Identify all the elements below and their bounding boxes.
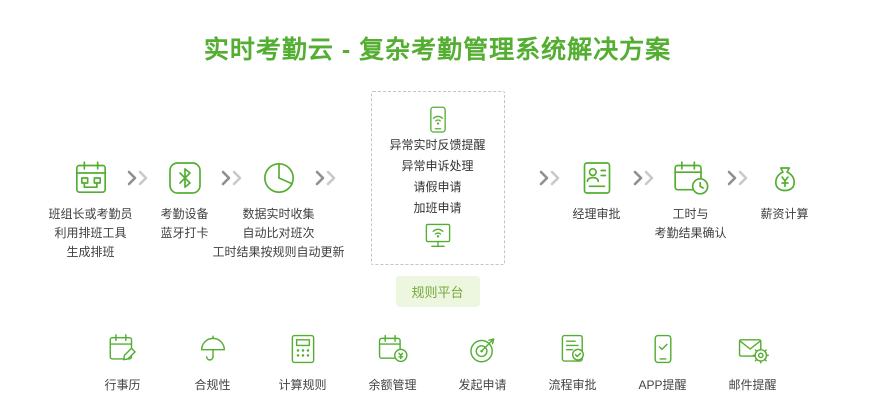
calendar-coin-icon (378, 334, 408, 363)
flow-arrow-icon (314, 170, 338, 186)
flow-step-label: 薪资计算 (760, 207, 809, 221)
feature-workflow-approval: 流程审批 (543, 332, 603, 393)
feature-app-reminder: APP提醒 (633, 332, 693, 393)
salary-bag-icon (774, 167, 795, 192)
flow-arrow-icon (632, 170, 656, 186)
feature-label: 余额管理 (368, 378, 417, 392)
umbrella-icon (200, 335, 225, 361)
feature-label: 行事历 (104, 378, 141, 392)
schedule-calendar-icon (75, 161, 106, 193)
flow-arrow-icon (538, 170, 562, 186)
feature-label: 邮件提醒 (728, 378, 777, 392)
flow-step-time-confirmation: 工时与 考勤结果确认 (654, 158, 727, 240)
flow-step-scheduling: 班组长或考勤员 利用排班工具 生成排班 (48, 158, 133, 259)
flow-step-label: 班组长或考勤员 利用排班工具 生成排班 (48, 207, 133, 259)
smartphone-icon (654, 334, 671, 364)
mail-gear-icon (738, 339, 769, 364)
feature-submit-request: 发起申请 (453, 332, 513, 393)
flow-diagram: 班组长或考勤员 利用排班工具 生成排班 考勤设备 蓝牙打卡 数据实时收集 自动比… (0, 78, 875, 307)
flow-step-label: 数据实时收集 自动比对班次 工时结果按规则自动更新 (212, 207, 345, 259)
flow-arrow-icon (220, 170, 244, 186)
feature-label: 流程审批 (548, 378, 597, 392)
platform-text: 异常实时反馈提醒 异常申诉处理 请假申请 加班申请 (389, 138, 486, 216)
platform-pill: 规则平台 (395, 276, 480, 307)
calculator-icon (291, 334, 314, 364)
flow-arrow-icon (726, 170, 750, 186)
bluetooth-icon (168, 162, 201, 194)
document-check-icon (561, 334, 584, 362)
feature-balance: 余额管理 (363, 332, 423, 393)
time-calendar-icon (673, 161, 708, 195)
feature-calendar: 行事历 (93, 332, 153, 393)
pie-chart-icon (263, 163, 294, 193)
flow-step-salary: 薪资计算 (760, 158, 809, 221)
feature-label: 发起申请 (458, 378, 507, 392)
phone-wifi-icon (429, 106, 446, 133)
feature-label: 合规性 (194, 378, 231, 392)
rules-platform-box: 异常实时反馈提醒 异常申诉处理 请假申请 加班申请 规则平台 (370, 91, 505, 307)
manager-approval-icon (583, 162, 610, 194)
calendar-pencil-icon (109, 334, 136, 361)
feature-row: 行事历 合规性 计算规则 (0, 332, 875, 393)
flow-step-label: 经理审批 (572, 207, 621, 221)
monitor-wifi-icon (425, 223, 450, 248)
flow-step-data-collection: 数据实时收集 自动比对班次 工时结果按规则自动更新 (212, 158, 345, 259)
feature-compliance: 合规性 (183, 332, 243, 393)
flow-step-bluetooth-punch: 考勤设备 蓝牙打卡 (160, 158, 209, 240)
feature-label: 计算规则 (278, 378, 327, 392)
flow-step-label: 工时与 考勤结果确认 (654, 207, 727, 240)
feature-mail-reminder: 邮件提醒 (723, 332, 783, 393)
target-dart-icon (469, 338, 494, 363)
flow-arrow-icon (126, 170, 150, 186)
flow-step-label: 考勤设备 蓝牙打卡 (160, 207, 209, 240)
feature-label: APP提醒 (638, 378, 687, 392)
flow-step-manager-approval: 经理审批 (572, 158, 621, 221)
feature-calc-rules: 计算规则 (273, 332, 333, 393)
page-title: 实时考勤云 - 复杂考勤管理系统解决方案 (203, 36, 672, 64)
